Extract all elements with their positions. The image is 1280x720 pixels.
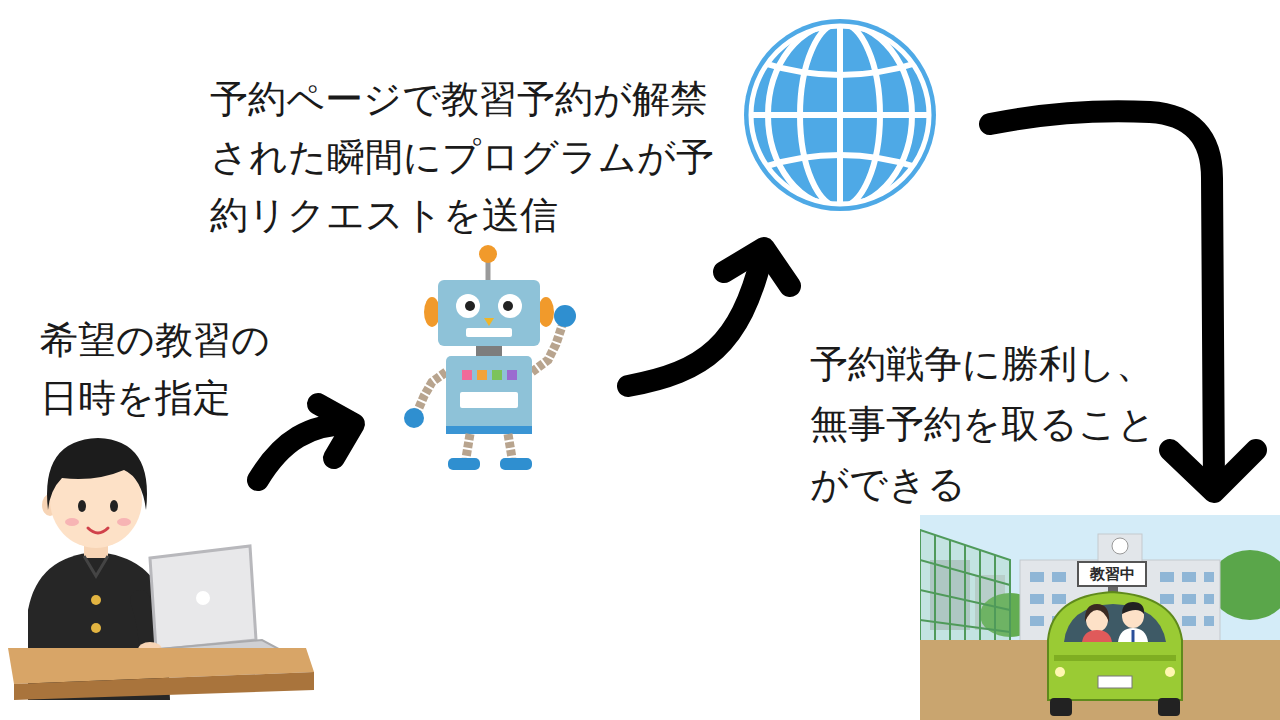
step-caption: 希望の教習の日時を指定 — [40, 311, 279, 427]
driving-school-scene — [920, 515, 1280, 720]
car-sign-text: 教習中 — [1078, 565, 1146, 583]
globe-icon — [740, 19, 940, 211]
step-caption: 予約戦争に勝利し、無事予約を取ることができる — [810, 334, 1163, 514]
student-illustration — [8, 438, 314, 700]
robot-icon — [404, 245, 576, 470]
step-caption: 予約ページで教習予約が解禁された瞬間にプログラムが予約リクエストを送信 — [210, 70, 715, 244]
